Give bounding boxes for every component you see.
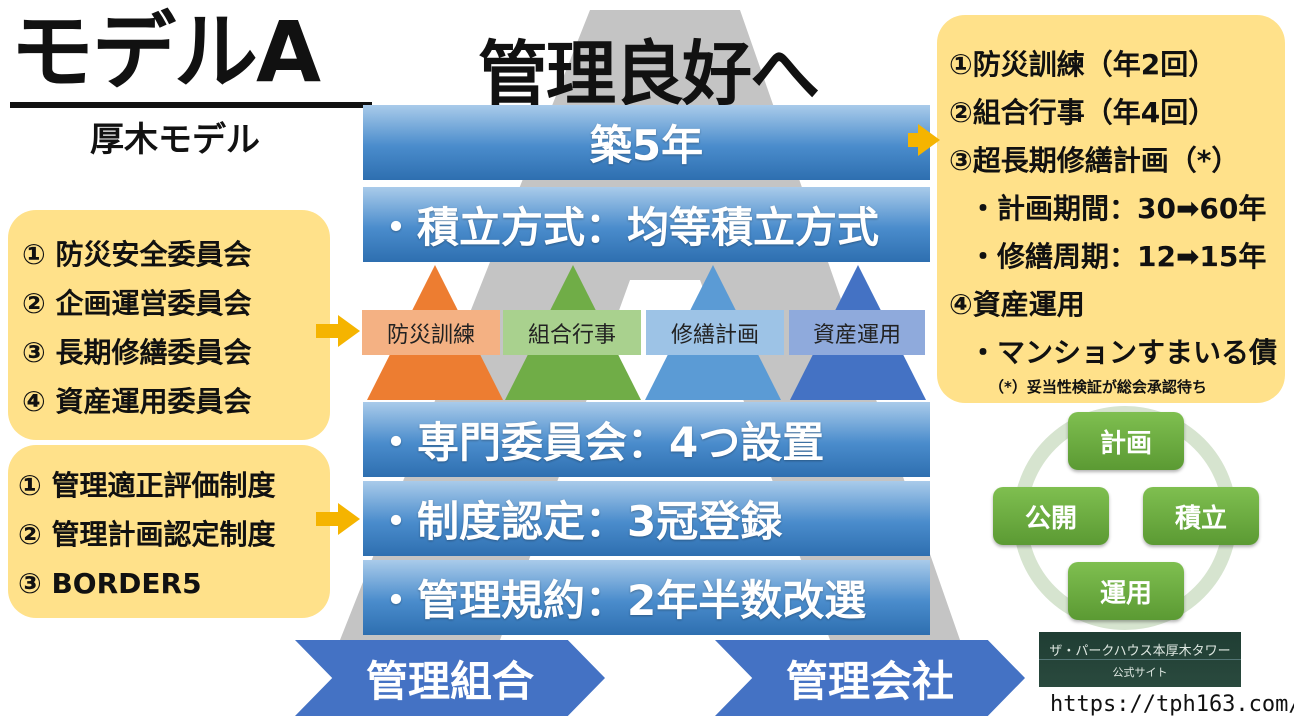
list-item: ②組合行事（年4回）: [949, 96, 1217, 129]
arrow-right-icon: [316, 324, 340, 338]
chevron-company: 管理会社: [715, 640, 1025, 716]
arrow-right-icon: [918, 124, 940, 156]
banner-name: ザ・パークハウス本厚木タワー: [1039, 632, 1241, 660]
chevron-union: 管理組合: [295, 640, 605, 716]
arrow-right-icon: [316, 512, 340, 526]
arrow-right-icon: [908, 133, 920, 147]
list-item: ③ BORDER5: [18, 567, 202, 600]
cycle-plan: 計画: [1068, 412, 1184, 470]
list-item: ① 管理適正評価制度: [18, 469, 276, 502]
list-item: ③ 長期修繕委員会: [22, 336, 252, 369]
bar-rules: ・管理規約：2年半数改選: [363, 560, 930, 635]
list-subitem: ・計画期間：30➡60年: [969, 192, 1267, 225]
list-subitem: ・修繕周期：12➡15年: [969, 240, 1267, 273]
list-item: ④資産運用: [949, 288, 1085, 321]
list-item: ③超長期修繕計画（*）: [949, 144, 1240, 177]
cycle-operate: 運用: [1068, 562, 1184, 620]
pillar-label: 修繕計画: [646, 310, 784, 355]
bar-committee: ・専門委員会：4つ設置: [363, 402, 930, 477]
site-banner[interactable]: ザ・パークハウス本厚木タワー 公式サイト: [1039, 632, 1241, 687]
site-url[interactable]: https://tph163.com/: [1050, 692, 1294, 717]
activity-list: ①防災訓練（年2回） ②組合行事（年4回） ③超長期修繕計画（*） ・計画期間：…: [937, 15, 1285, 403]
arrow-right-icon: [338, 503, 360, 535]
list-item: ② 企画運営委員会: [22, 287, 252, 320]
footnote: （*）妥当性検証が総会承認待ち: [989, 378, 1207, 396]
slide-title: モデルA: [10, 2, 372, 108]
heading: 管理良好へ: [478, 33, 820, 115]
list-subitem: ・マンションすまいる債: [969, 336, 1278, 369]
list-item: ② 管理計画認定制度: [18, 518, 276, 551]
bar-certification: ・制度認定：3冠登録: [363, 481, 930, 556]
arrow-right-icon: [338, 315, 360, 347]
slide-subtitle: 厚木モデル: [90, 120, 260, 160]
cycle-reserve: 積立: [1143, 487, 1259, 545]
pillar-label: 資産運用: [789, 310, 925, 355]
list-item: ①防災訓練（年2回）: [949, 48, 1217, 81]
bar-year: 築5年: [363, 105, 930, 180]
committee-list: ① 防災安全委員会 ② 企画運営委員会 ③ 長期修繕委員会 ④ 資産運用委員会: [8, 210, 330, 440]
list-item: ④ 資産運用委員会: [22, 385, 252, 418]
list-item: ① 防災安全委員会: [22, 238, 252, 271]
cycle-disclose: 公開: [993, 487, 1109, 545]
pillar-label: 防災訓練: [362, 310, 500, 355]
certification-list: ① 管理適正評価制度 ② 管理計画認定制度 ③ BORDER5: [8, 445, 330, 618]
bar-reserve: ・積立方式：均等積立方式: [363, 187, 930, 262]
banner-sub: 公式サイト: [1112, 666, 1168, 679]
pillar-label: 組合行事: [503, 310, 641, 355]
